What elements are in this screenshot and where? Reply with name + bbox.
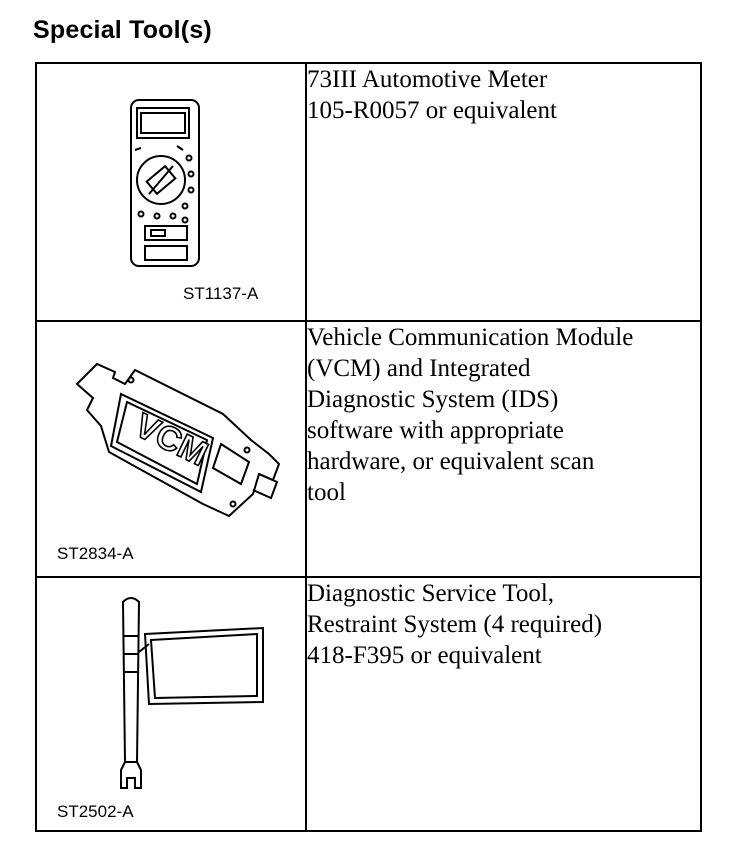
tool-description-cell: Vehicle Communication Module (VCM) and I… [305,320,702,578]
description-line: tool [307,479,346,506]
tool-image-cell: ST1137-A [35,62,307,322]
figure-code: ST2834-A [57,544,134,563]
table-row: ST1137-A 73III Automotive Meter 105-R005… [35,62,702,322]
description-line: 105-R0057 or equivalent [307,97,557,124]
tool-description-cell: Diagnostic Service Tool, Restraint Syste… [305,576,702,832]
description-line: Vehicle Communication Module [307,324,634,351]
description-line: Diagnostic System (IDS) [307,386,559,413]
tool-description-cell: 73III Automotive Meter 105-R0057 or equi… [305,62,702,322]
description-line: 418-F395 or equivalent [307,642,542,669]
description-line: 73III Automotive Meter [307,66,548,93]
tool-image-cell: ST2502-A [35,576,307,832]
description-line: hardware, or equivalent scan [307,448,595,475]
page-title: Special Tool(s) [33,16,212,44]
figure-code: ST2502-A [57,802,134,821]
restraint-diagnostic-tool-illustration [120,597,264,789]
tool-image-cell: VCM ST2834-A [35,320,307,578]
special-tools-table: ST1137-A 73III Automotive Meter 105-R005… [35,62,702,832]
vcm-label: VCM [129,406,214,473]
figure-code: ST1137-A [183,284,259,303]
description-line: (VCM) and Integrated [307,355,531,382]
description-line: Diagnostic Service Tool, [307,580,555,607]
description-line: Restraint System (4 required) [307,611,603,638]
table-row: ST2502-A Diagnostic Service Tool, Restra… [35,576,702,832]
description-line: software with appropriate [307,417,564,444]
table-row: VCM ST2834-A Vehicle Communication Modul… [35,320,702,578]
automotive-meter-illustration [130,99,200,267]
vcm-module-illustration: VCM [75,362,281,518]
